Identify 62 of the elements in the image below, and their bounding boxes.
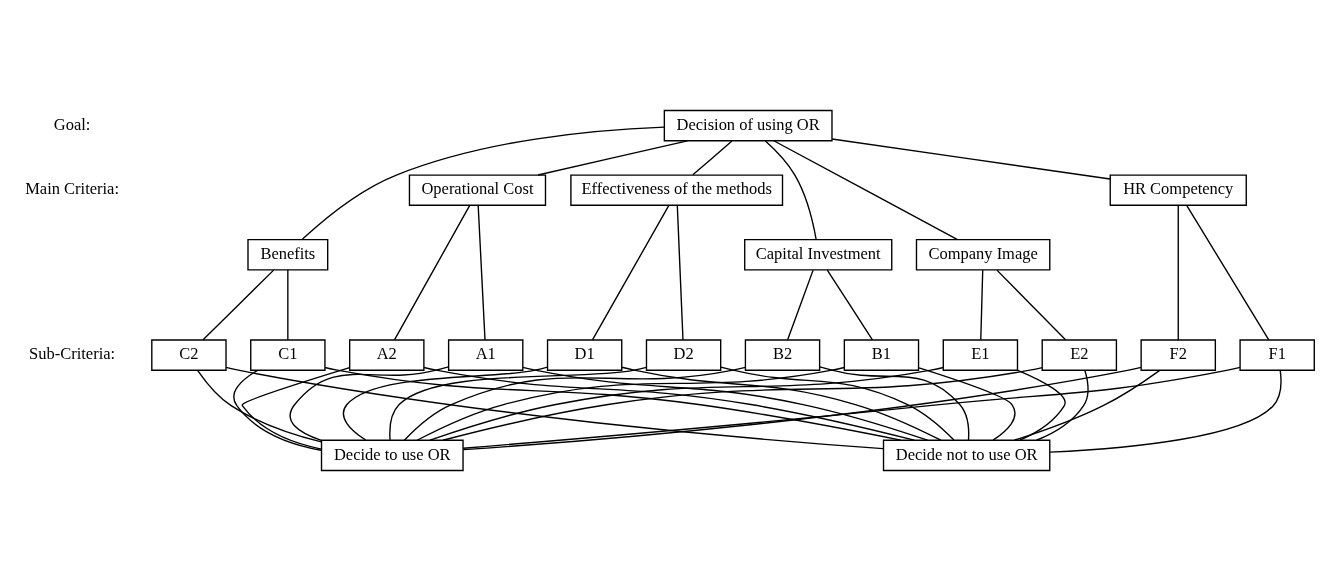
- connector: [764, 140, 817, 240]
- node-box: B1: [843, 339, 920, 371]
- connector: [241, 367, 351, 450]
- node-box: HR Competency: [1109, 174, 1247, 206]
- connector: [389, 366, 648, 441]
- connector: [831, 138, 1111, 180]
- connector: [720, 366, 955, 441]
- connector: [1186, 204, 1270, 341]
- node-box: Company Image: [915, 238, 1051, 271]
- connector: [1035, 369, 1089, 441]
- connector: [289, 366, 450, 441]
- connector: [287, 269, 289, 341]
- label: Sub-Criteria:: [29, 344, 116, 364]
- node-box: Operational Cost: [408, 174, 547, 206]
- connector: [233, 369, 322, 451]
- connector: [1016, 369, 1066, 441]
- connector: [477, 204, 486, 341]
- node-box: Decide not to use OR: [882, 439, 1051, 472]
- node-box: F2: [1140, 339, 1217, 371]
- node-box: Capital Investment: [744, 238, 893, 271]
- node-box: Decision of using OR: [663, 109, 833, 142]
- connector: [692, 140, 733, 176]
- node-box: F1: [1239, 339, 1315, 371]
- connector: [197, 369, 322, 443]
- node-box: C2: [151, 339, 227, 371]
- connector: [621, 366, 942, 441]
- connector: [996, 269, 1067, 341]
- connector: [324, 366, 902, 441]
- connector: [1049, 369, 1282, 453]
- connector: [342, 366, 549, 441]
- node-box: B2: [744, 339, 821, 371]
- node-box: E2: [1041, 339, 1118, 371]
- connector: [522, 366, 929, 441]
- node-box: Benefits: [247, 238, 329, 271]
- node-box: E1: [942, 339, 1019, 371]
- connector: [918, 367, 1016, 441]
- connector: [403, 366, 747, 441]
- connector: [826, 269, 874, 341]
- connector: [676, 204, 684, 341]
- node-box: D1: [546, 339, 623, 371]
- node-box: D2: [645, 339, 722, 371]
- node-box: Decide to use OR: [320, 439, 464, 472]
- connector: [416, 366, 845, 441]
- connector: [980, 269, 984, 341]
- connector: [301, 126, 665, 240]
- label: Goal:: [53, 114, 91, 134]
- connector: [591, 204, 670, 341]
- node-box: A2: [349, 339, 425, 371]
- connector: [442, 366, 1043, 441]
- connector: [393, 204, 471, 341]
- connector: [773, 140, 959, 241]
- connector: [1177, 204, 1179, 341]
- connector: [1013, 369, 1161, 441]
- connector: [819, 366, 970, 441]
- node-box: A1: [447, 339, 524, 371]
- connector: [225, 366, 884, 450]
- label: Main Criteria:: [25, 179, 119, 199]
- connector: [786, 269, 814, 341]
- node-box: C1: [250, 339, 326, 371]
- connector: [202, 269, 275, 341]
- node-box: Effectiveness of the methods: [570, 174, 784, 206]
- connector: [537, 140, 689, 176]
